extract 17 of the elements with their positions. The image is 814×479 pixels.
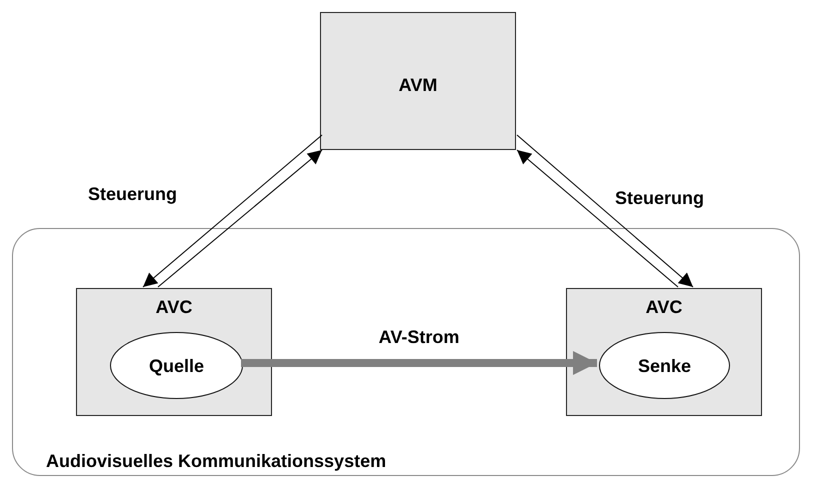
node-label: AVC	[644, 297, 684, 318]
node-label: AVC	[154, 297, 194, 318]
node-label: Quelle	[148, 356, 206, 376]
arrow	[516, 150, 678, 288]
arrow	[142, 134, 322, 288]
component-box	[566, 288, 762, 416]
control-label: Steuerung	[615, 188, 704, 209]
control-label: Steuerung	[88, 184, 178, 205]
arrow	[516, 134, 694, 288]
system-boundary	[12, 228, 800, 476]
arrow	[241, 351, 597, 375]
node-label: AVM	[398, 75, 438, 96]
component-box	[320, 12, 516, 150]
arrow	[158, 150, 322, 288]
component-box	[76, 288, 272, 416]
node-label: Audiovisuelles Kommunikationssystem	[46, 451, 386, 472]
node-label: Senke	[636, 356, 692, 376]
